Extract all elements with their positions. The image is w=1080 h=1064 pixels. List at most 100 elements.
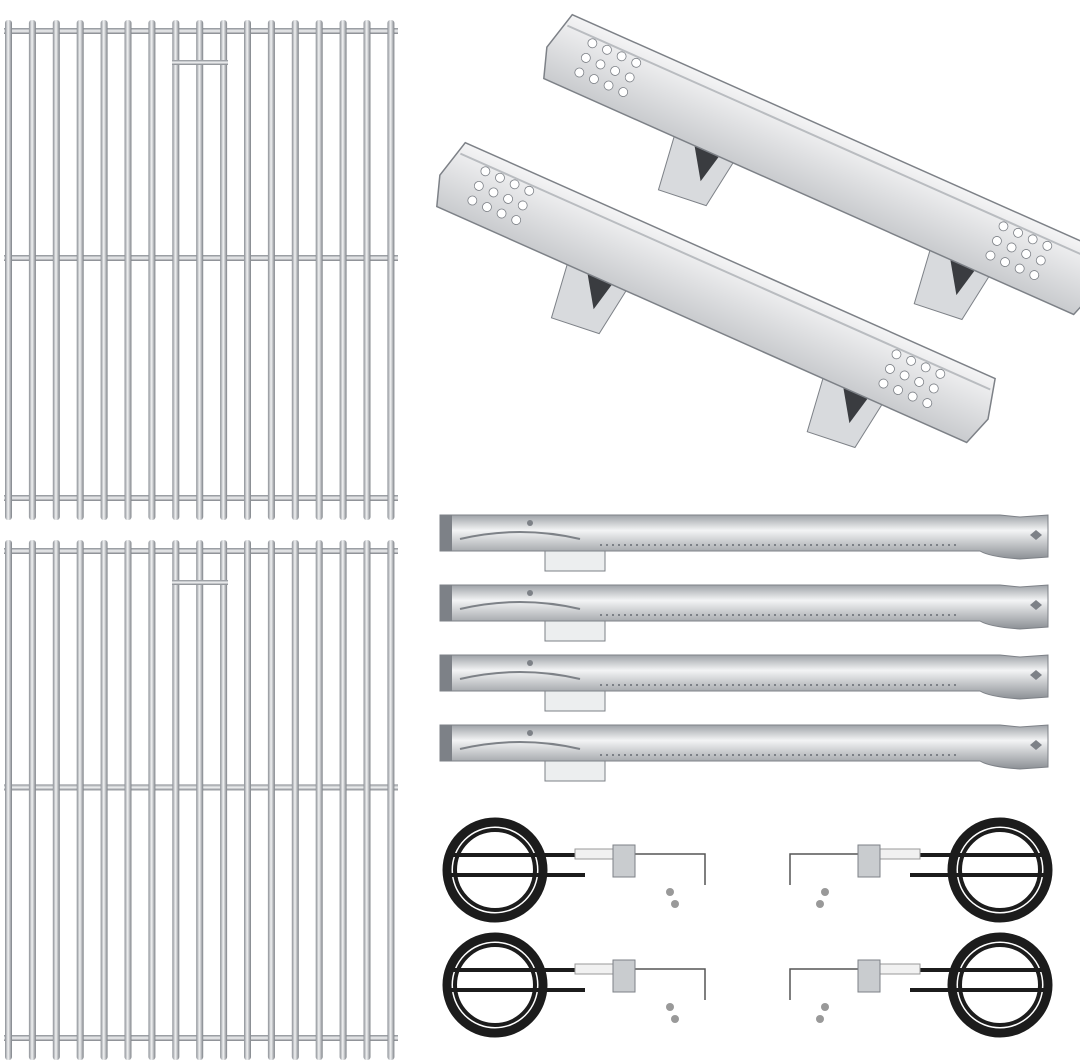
plate-hole [1042, 240, 1053, 251]
wire-coil [453, 943, 537, 1027]
plate-hole [907, 391, 918, 402]
grate-rod [244, 540, 251, 1060]
tube-venturi [459, 601, 581, 610]
plate-hole [473, 181, 484, 191]
plate-hole [906, 355, 916, 366]
plate-hole [511, 215, 522, 225]
screw [816, 900, 824, 908]
tube-inlet [440, 655, 452, 691]
igniter-electrode [442, 817, 706, 923]
tube-mount-hole [1030, 740, 1042, 750]
tube-screw [527, 520, 533, 526]
grate-rod [315, 540, 323, 1060]
grate-rod [339, 540, 347, 1060]
plate-hole [509, 179, 520, 190]
plate-hole [899, 370, 910, 381]
grate-rod [315, 20, 323, 520]
plate-hole [595, 59, 606, 70]
plate-hole [914, 377, 925, 387]
screw [666, 888, 674, 896]
grate-rod [28, 20, 36, 520]
electrode-tip [789, 853, 865, 885]
grate-rod [196, 20, 204, 520]
plate-hole [488, 187, 499, 198]
plate-hole [616, 51, 627, 62]
plate-hole [574, 67, 585, 78]
plate-hole [1021, 249, 1032, 259]
tube-mount-hole [1030, 600, 1042, 610]
igniter-electrode [789, 932, 1053, 1038]
plate-hole [589, 74, 599, 84]
plate-hole [496, 208, 507, 219]
grate-rod [387, 540, 395, 1060]
plate-hole [1014, 263, 1025, 274]
grate-rod [148, 20, 156, 520]
wire-coil [442, 817, 548, 923]
plate-hole [602, 44, 612, 55]
plate-hole [480, 166, 491, 177]
plate-body [543, 13, 1080, 316]
grate-rod [363, 20, 371, 520]
grate-rod [244, 20, 251, 520]
plate-ridge [459, 152, 991, 391]
mount-bracket [857, 844, 881, 878]
wire-coil [453, 828, 537, 912]
screw [666, 1003, 674, 1011]
plate-hole [891, 349, 902, 360]
wire-coil [958, 943, 1042, 1027]
plate-hole [610, 66, 620, 76]
tube-venturi [459, 531, 581, 540]
grate-rod [339, 20, 347, 520]
tube-inlet [440, 725, 452, 761]
mount-bracket [612, 844, 636, 878]
plate-hole [603, 80, 614, 91]
plate-hole [524, 185, 535, 196]
electrode-tip [789, 968, 865, 1000]
grate-rod [76, 540, 84, 1060]
tube-mount-hole [1030, 670, 1042, 680]
igniter-electrode [442, 932, 706, 1038]
mount-bracket [857, 959, 881, 993]
plate-hole [935, 368, 946, 379]
screw [671, 1015, 679, 1023]
plate-hole [992, 236, 1002, 246]
plate-hole [985, 250, 996, 261]
tube-inlet [440, 515, 452, 551]
grate-rod [52, 20, 60, 520]
plate-hole [920, 362, 931, 373]
plate-hole [503, 194, 513, 204]
plate-hole [928, 383, 939, 394]
grate-rod [100, 20, 108, 520]
tube-screw [527, 660, 533, 666]
tube-bracket [544, 550, 606, 572]
plate-hole [631, 57, 642, 68]
igniter-electrode [789, 817, 1053, 923]
grate-rod [76, 20, 84, 520]
grate-rod [220, 20, 228, 520]
grate-handle [172, 580, 228, 585]
plate-hole [1035, 255, 1046, 266]
plate-hole [467, 195, 478, 206]
screw [821, 1003, 829, 1011]
heat-plate [543, 13, 1080, 321]
screw [816, 1015, 824, 1023]
tube-body [439, 654, 1049, 700]
grate-rod [363, 540, 371, 1060]
burner-tube [439, 654, 1049, 712]
tube-body [439, 584, 1049, 630]
grate-handle [172, 60, 228, 65]
grate-rod [291, 540, 299, 1060]
electrode-tip [630, 853, 706, 885]
plate-ridge [566, 24, 1080, 263]
grate-rod [148, 540, 156, 1060]
wire-coil [958, 828, 1042, 912]
tube-screw [527, 730, 533, 736]
grate-rod [52, 540, 60, 1060]
tube-venturi [459, 671, 581, 680]
grate-rod [267, 20, 275, 520]
plate-hole [893, 385, 903, 395]
grate-rod [28, 540, 36, 1060]
grate-rod [124, 20, 132, 520]
burner-tube [439, 584, 1049, 642]
